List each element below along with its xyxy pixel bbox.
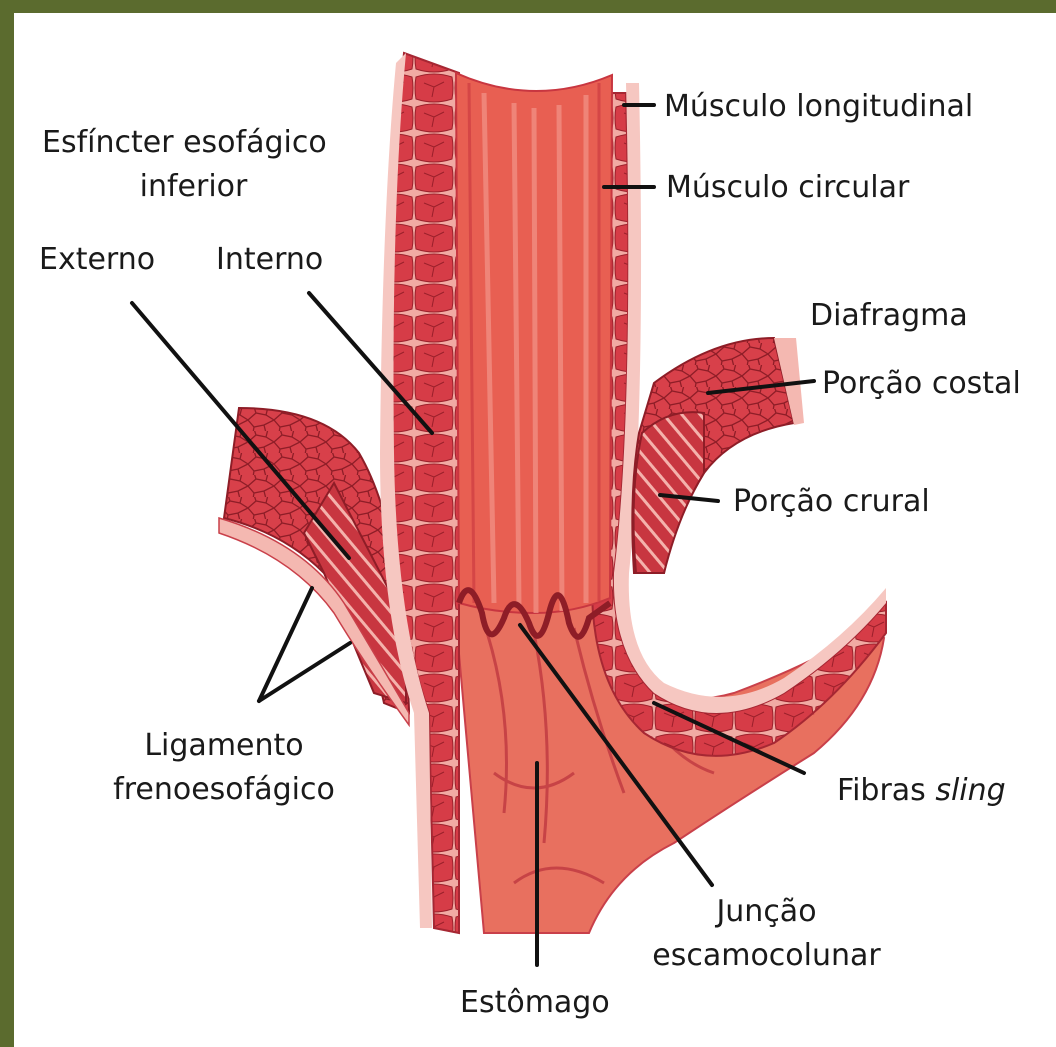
label-porcao-costal: Porção costal <box>822 361 1021 407</box>
label-sphincter-line1: Esfíncter esofágico <box>42 120 327 166</box>
label-externo: Externo <box>39 237 155 283</box>
label-ligamento-line2: frenoesofágico <box>94 767 354 813</box>
label-musculo-longitudinal: Músculo longitudinal <box>664 84 973 130</box>
label-musculo-circular: Músculo circular <box>666 165 909 211</box>
label-juncao-line1: Junção <box>644 889 889 935</box>
label-ligamento-line1: Ligamento <box>94 723 354 769</box>
label-interno: Interno <box>216 237 323 283</box>
label-estomago: Estômago <box>460 980 610 1026</box>
label-juncao-line2: escamocolunar <box>644 933 889 979</box>
label-porcao-crural: Porção crural <box>733 479 930 525</box>
label-diafragma: Diafragma <box>810 293 968 339</box>
stomach-shape <box>454 598 884 933</box>
label-sling-text: sling <box>935 773 1005 808</box>
label-fibras-text: Fibras <box>837 773 935 808</box>
label-sphincter-line2: inferior <box>42 164 345 210</box>
diagram-canvas: Esfíncter esofágico inferior Externo Int… <box>14 13 1056 1047</box>
label-fibras-sling: Fibras sling <box>837 768 1006 814</box>
